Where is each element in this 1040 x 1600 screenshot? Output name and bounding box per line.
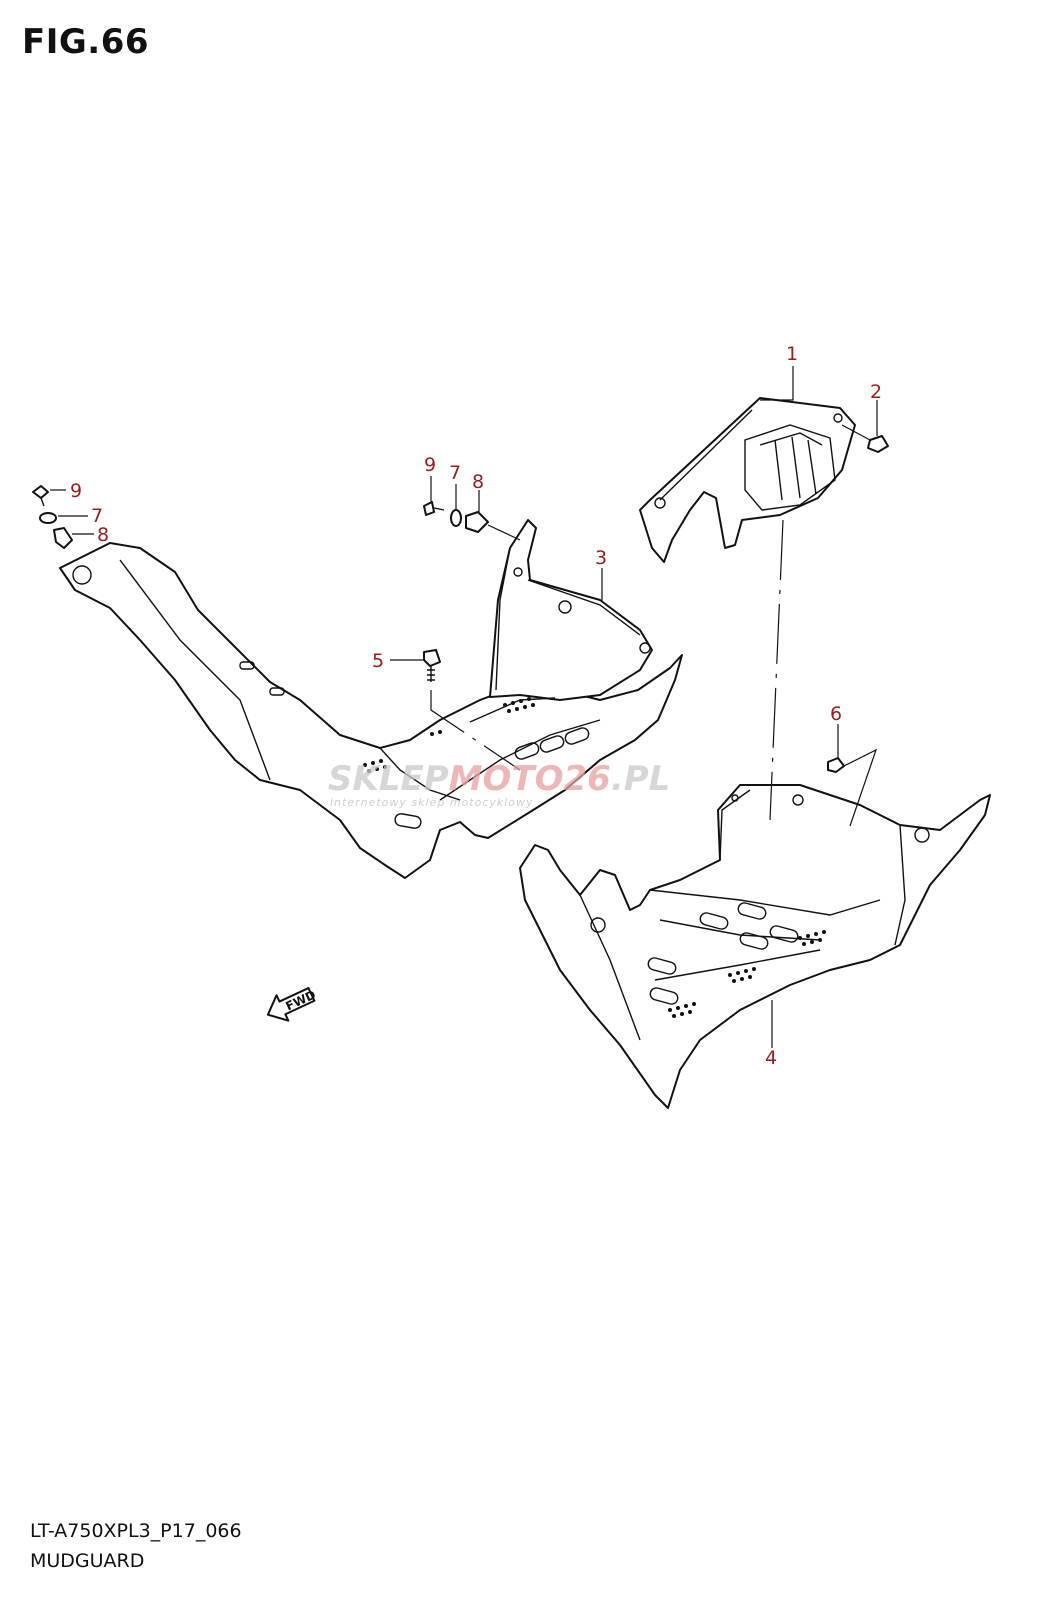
callout-8-left: 8 (97, 524, 109, 546)
watermark-brand-d: .PL (611, 759, 671, 799)
figure-title: FIG.66 (22, 22, 150, 62)
callout-4: 4 (765, 1047, 777, 1069)
part-3-mudguard-left (59, 519, 683, 879)
fwd-arrow: FWD (266, 987, 318, 1022)
part-4-mudguard-right (519, 784, 991, 1109)
part-7-washer-center (450, 509, 462, 527)
callout-5: 5 (372, 650, 384, 672)
callouts: 1 2 3 4 5 6 7 8 9 9 7 8 (70, 343, 882, 1069)
part-5-bolt (423, 649, 441, 682)
callout-9-center: 9 (424, 454, 436, 476)
callout-7-center: 7 (449, 462, 461, 484)
part-8-collar-center (465, 511, 489, 533)
callout-9-left: 9 (70, 480, 82, 502)
callout-7-left: 7 (91, 505, 103, 527)
leader-lines (50, 366, 878, 1048)
watermark-brand-c: 26 (564, 759, 611, 799)
svg-text:SKLEPMOTO26.PL: SKLEPMOTO26.PL (328, 759, 670, 799)
part-7-washer-left (39, 512, 57, 524)
part-1-cover (639, 397, 856, 563)
watermark-brand-b: MOTO (449, 759, 564, 799)
model-code: LT-A750XPL3_P17_066 (30, 1520, 242, 1542)
callout-2: 2 (870, 381, 882, 403)
callout-1: 1 (786, 343, 798, 365)
part-2-screw (841, 424, 889, 453)
watermark-brand-a: SKLEP (328, 759, 449, 799)
callout-3: 3 (595, 547, 607, 569)
part-6-screw (827, 757, 845, 773)
part-9-screw-center (423, 501, 445, 516)
part-8-collar-left (53, 527, 73, 549)
watermark-tagline: internetowy sklep motocyklowy (330, 796, 534, 809)
section-name: MUDGUARD (30, 1550, 145, 1572)
watermark: SKLEPMOTO26.PL internetowy sklep motocyk… (328, 759, 670, 809)
callout-6: 6 (830, 703, 842, 725)
part-9-screw-left (32, 485, 49, 507)
callout-8-center: 8 (472, 471, 484, 493)
